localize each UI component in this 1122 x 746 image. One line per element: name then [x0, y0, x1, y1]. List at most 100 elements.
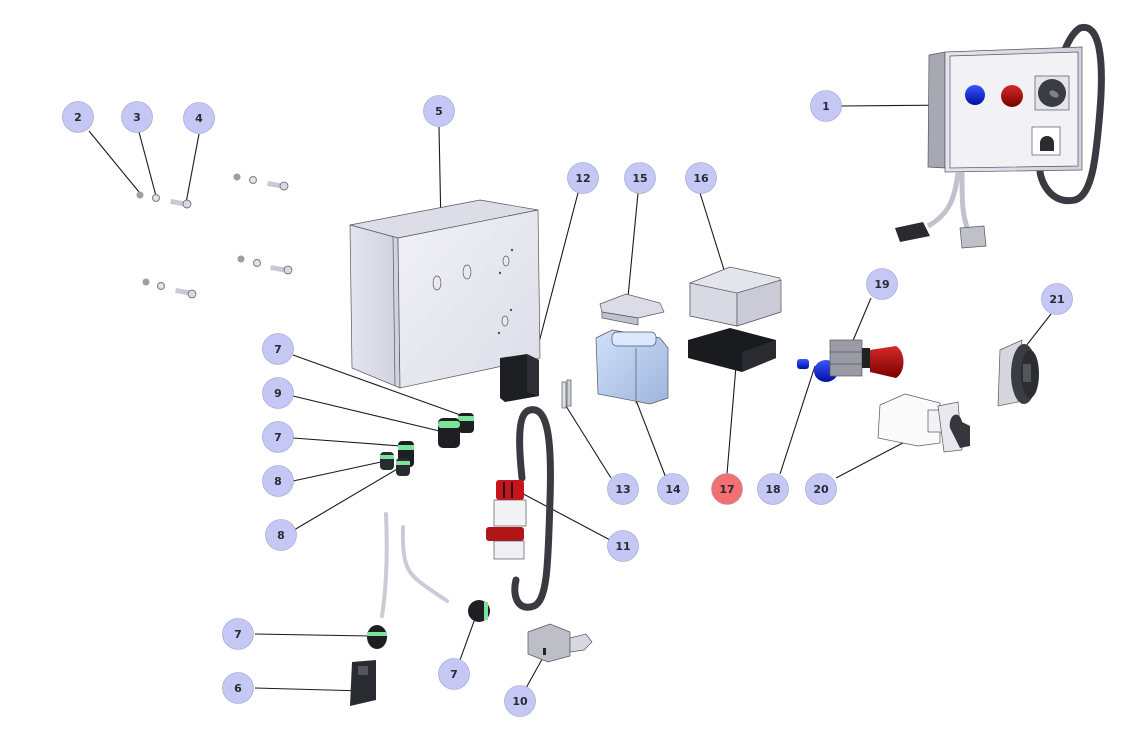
callout-bubble — [810, 90, 842, 122]
part-mounting-plate[interactable] — [599, 293, 665, 326]
callout-number: 3 — [133, 111, 141, 124]
leader-3 — [138, 131, 157, 197]
part-assembled-control-box[interactable] — [895, 23, 1105, 249]
callout-8[interactable]: 8 — [262, 465, 294, 497]
callout-4[interactable]: 4 — [183, 102, 215, 134]
part-enclosure[interactable] — [349, 199, 541, 389]
leader-14 — [633, 394, 667, 479]
callout-20[interactable]: 20 — [805, 473, 837, 505]
part-red-emergency-button[interactable] — [829, 339, 904, 378]
callout-number: 17 — [719, 483, 734, 496]
callout-bubble — [262, 465, 294, 497]
callout-bubble — [685, 162, 717, 194]
callout-12[interactable]: 12 — [567, 162, 599, 194]
callout-bubble — [438, 658, 470, 690]
leader-8b — [293, 467, 400, 531]
callout-7[interactable]: 7 — [222, 618, 254, 650]
leader-2 — [88, 130, 140, 193]
connector-plug-black — [895, 222, 930, 242]
callout-bubble — [504, 685, 536, 717]
callout-19[interactable]: 19 — [866, 268, 898, 300]
callout-17[interactable]: 17 — [711, 473, 743, 505]
callout-number: 5 — [435, 105, 443, 118]
blue-indicator — [965, 85, 985, 105]
callout-bubble — [121, 101, 153, 133]
part-relay-base[interactable] — [688, 328, 776, 372]
callout-bubble — [222, 672, 254, 704]
callout-number: 7 — [450, 668, 458, 681]
callout-bubble — [262, 421, 294, 453]
callout-number: 6 — [234, 682, 242, 695]
callout-number: 19 — [874, 278, 889, 291]
callout-10[interactable]: 10 — [504, 685, 536, 717]
fastener-set — [136, 173, 293, 299]
gland-7d — [468, 600, 490, 622]
callout-number: 1 — [822, 100, 830, 113]
callout-number: 8 — [274, 475, 282, 488]
callout-14[interactable]: 14 — [657, 473, 689, 505]
part-rotary-switch[interactable] — [877, 393, 970, 453]
callout-1[interactable]: 1 — [810, 90, 842, 122]
leader-13 — [565, 405, 612, 479]
part-transformer[interactable] — [595, 329, 669, 405]
callout-13[interactable]: 13 — [607, 473, 639, 505]
callout-number: 4 — [195, 112, 203, 125]
callout-6[interactable]: 6 — [222, 672, 254, 704]
callout-7[interactable]: 7 — [262, 333, 294, 365]
callout-number: 8 — [277, 529, 285, 542]
callout-21[interactable]: 21 — [1041, 283, 1073, 315]
selector-switch-icon — [1040, 136, 1054, 151]
callout-7[interactable]: 7 — [262, 421, 294, 453]
callout-number: 15 — [632, 172, 647, 185]
part-power-plug[interactable] — [486, 406, 554, 611]
callout-18[interactable]: 18 — [757, 473, 789, 505]
part-terminal-block[interactable] — [500, 354, 539, 402]
fastener-row — [233, 173, 289, 191]
part-cable-glands[interactable] — [367, 413, 490, 649]
part-cable-clamp[interactable] — [350, 660, 376, 706]
leader-9 — [292, 395, 453, 435]
callout-bubble — [567, 162, 599, 194]
callout-bubble — [805, 473, 837, 505]
callout-number: 10 — [512, 695, 528, 708]
leader-6 — [254, 687, 365, 692]
callout-number: 7 — [234, 628, 242, 641]
callout-7[interactable]: 7 — [438, 658, 470, 690]
callout-bubble — [657, 473, 689, 505]
gland-8b — [396, 458, 410, 476]
callout-number: 9 — [274, 387, 282, 400]
part-connector[interactable] — [527, 623, 593, 663]
callout-bubble — [607, 473, 639, 505]
callout-bubble — [62, 101, 94, 133]
part-rail-pins[interactable] — [561, 379, 572, 409]
callout-15[interactable]: 15 — [624, 162, 656, 194]
callout-number: 11 — [615, 540, 630, 553]
switch-handle — [949, 414, 970, 448]
callout-5[interactable]: 5 — [423, 95, 455, 127]
callout-bubble — [423, 95, 455, 127]
callout-number: 12 — [575, 172, 590, 185]
callout-2[interactable]: 2 — [62, 101, 94, 133]
callout-number: 7 — [274, 343, 282, 356]
part-tubes — [380, 512, 449, 618]
callout-bubble — [866, 268, 898, 300]
callout-bubble — [711, 473, 743, 505]
callout-9[interactable]: 9 — [262, 377, 294, 409]
part-rotary-knob[interactable] — [997, 339, 1039, 407]
callout-8[interactable]: 8 — [265, 519, 297, 551]
callout-number: 16 — [693, 172, 709, 185]
leader-11 — [513, 488, 613, 542]
callout-bubble — [1041, 283, 1073, 315]
callout-3[interactable]: 3 — [121, 101, 153, 133]
callout-bubble — [757, 473, 789, 505]
callout-bubble — [624, 162, 656, 194]
connector-plug-grey — [959, 225, 987, 249]
gland-8a — [380, 452, 394, 470]
leader-17 — [726, 365, 737, 475]
part-relay-cover[interactable] — [689, 266, 782, 327]
callout-16[interactable]: 16 — [685, 162, 717, 194]
callout-number: 18 — [765, 483, 780, 496]
callout-11[interactable]: 11 — [607, 530, 639, 562]
